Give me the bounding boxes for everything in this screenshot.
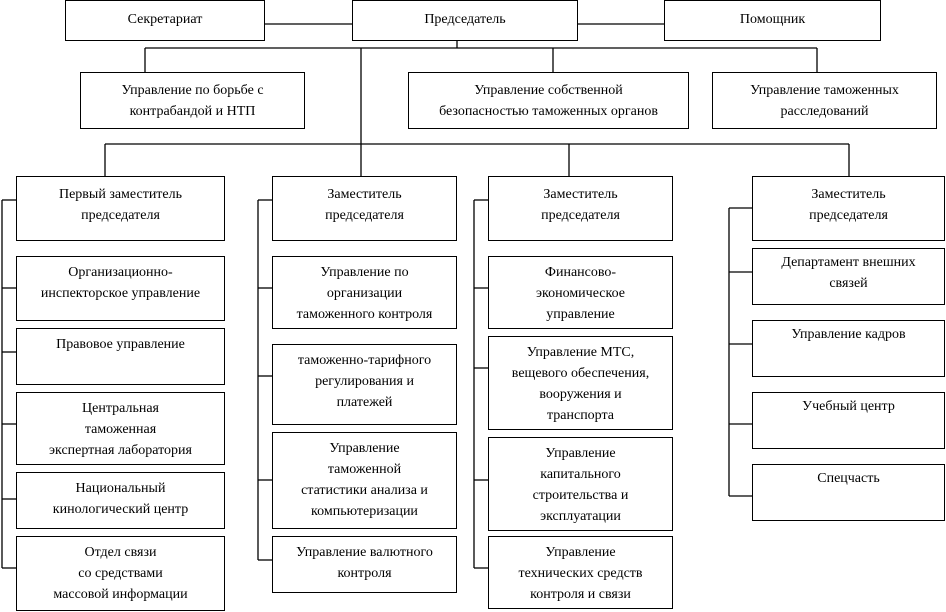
unit-box: Правовое управление bbox=[16, 328, 225, 385]
unit-box: Управление по организации таможенного ко… bbox=[272, 256, 457, 329]
unit-box: Спецчасть bbox=[752, 464, 945, 521]
unit-box: Отдел связи со средствами массовой инфор… bbox=[16, 536, 225, 611]
anti-smuggling-dept-box: Управление по борьбе с контрабандой и НТ… bbox=[80, 72, 305, 129]
deputy-box: Заместитель председателя bbox=[488, 176, 673, 241]
unit-box: Управление таможенной статистики анализа… bbox=[272, 432, 457, 529]
internal-security-dept-box: Управление собственной безопасностью там… bbox=[408, 72, 689, 129]
unit-box: Финансово- экономическое управление bbox=[488, 256, 673, 329]
unit-box: Департамент внешних связей bbox=[752, 248, 945, 305]
unit-box: Управление валютного контроля bbox=[272, 536, 457, 593]
unit-box: Управление МТС, вещевого обеспечения, во… bbox=[488, 336, 673, 430]
unit-box: Национальный кинологический центр bbox=[16, 472, 225, 529]
unit-box: таможенно-тарифного регулирования и плат… bbox=[272, 344, 457, 425]
secretariat-box: Секретариат bbox=[65, 0, 265, 41]
unit-box: Управление капитального строительства и … bbox=[488, 437, 673, 531]
assistant-box: Помощник bbox=[664, 0, 881, 41]
unit-box: Центральная таможенная экспертная лабора… bbox=[16, 392, 225, 465]
unit-box: Управление технических средств контроля … bbox=[488, 536, 673, 609]
first-deputy-box: Первый заместитель председателя bbox=[16, 176, 225, 241]
unit-box: Организационно- инспекторское управление bbox=[16, 256, 225, 321]
unit-box: Управление кадров bbox=[752, 320, 945, 377]
investigations-dept-box: Управление таможенных расследований bbox=[712, 72, 937, 129]
deputy-box: Заместитель председателя bbox=[272, 176, 457, 241]
unit-box: Учебный центр bbox=[752, 392, 945, 449]
deputy-box: Заместитель председателя bbox=[752, 176, 945, 241]
chairman-box: Председатель bbox=[352, 0, 578, 41]
